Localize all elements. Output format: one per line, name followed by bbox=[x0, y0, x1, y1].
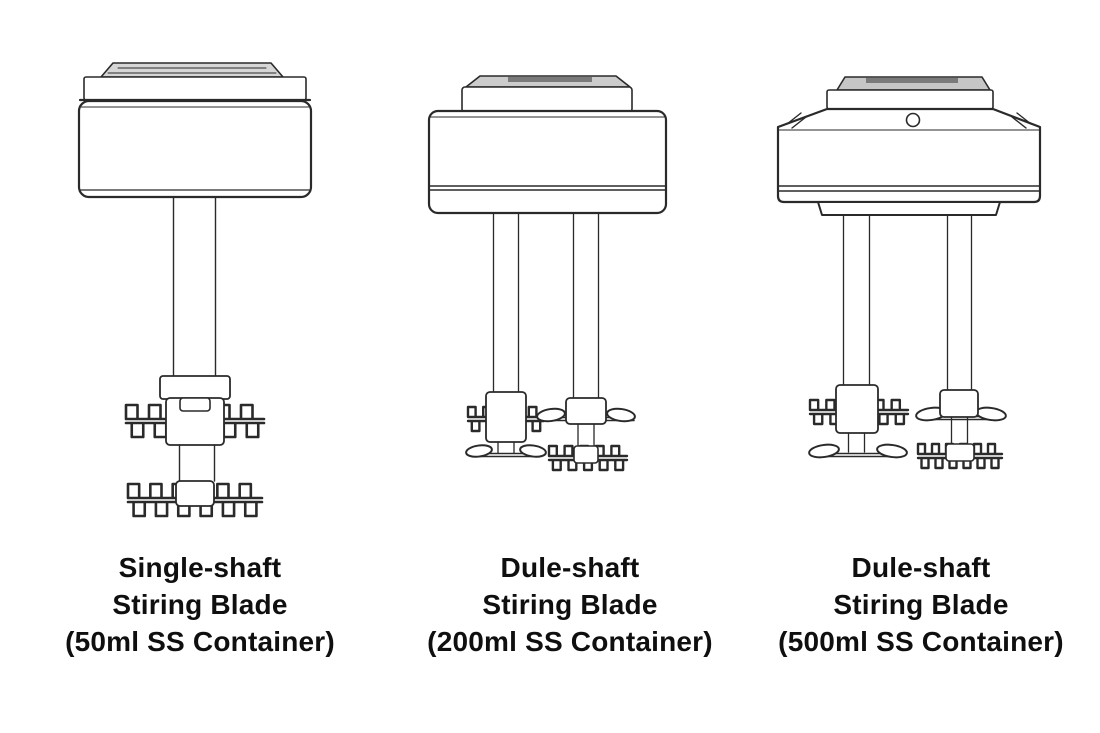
head-body bbox=[427, 109, 668, 215]
left-shaft bbox=[842, 214, 871, 386]
caption-dual-shaft-200ml: Dule-shaft Stiring Blade (200ml SS Conta… bbox=[400, 549, 740, 660]
head-neck bbox=[461, 86, 633, 113]
left-blade-hub bbox=[835, 384, 879, 434]
right-shaft bbox=[946, 214, 973, 391]
caption-line: Dule-shaft bbox=[851, 552, 991, 583]
left-blade-hub bbox=[485, 391, 527, 443]
caption-dual-shaft-500ml: Dule-shaft Stiring Blade (500ml SS Conta… bbox=[750, 549, 1092, 660]
shaft-stub bbox=[178, 444, 216, 482]
caption-line: Stiring Blade bbox=[833, 589, 1009, 620]
caption-line: Single-shaft bbox=[118, 552, 282, 583]
drawing-dual-shaft-500ml bbox=[776, 76, 1042, 470]
head-body bbox=[77, 99, 313, 199]
caption-line: Dule-shaft bbox=[500, 552, 640, 583]
drawing-single-shaft-50ml bbox=[77, 62, 313, 518]
left-propeller bbox=[465, 444, 547, 458]
caption-line: (500ml SS Container) bbox=[778, 626, 1064, 657]
head-neck bbox=[826, 89, 994, 110]
blade-hub-lower bbox=[175, 480, 215, 507]
right-shaft bbox=[572, 212, 600, 399]
caption-line: (200ml SS Container) bbox=[427, 626, 713, 657]
head-body bbox=[776, 107, 1042, 204]
drawing-dual-shaft-200ml bbox=[427, 75, 668, 472]
head-band bbox=[83, 76, 307, 101]
caption-single-shaft-50ml: Single-shaft Stiring Blade (50ml SS Cont… bbox=[30, 549, 370, 660]
caption-line: Stiring Blade bbox=[482, 589, 658, 620]
left-propeller bbox=[808, 443, 908, 459]
left-shaft bbox=[492, 212, 520, 393]
right-blade-hub bbox=[565, 397, 607, 425]
base-plate bbox=[817, 201, 1001, 216]
right-blade-hub bbox=[939, 389, 979, 418]
vent-hole bbox=[905, 112, 921, 128]
caption-line: (50ml SS Container) bbox=[65, 626, 335, 657]
caption-line: Stiring Blade bbox=[112, 589, 288, 620]
shaft-collar bbox=[159, 375, 231, 400]
shaft bbox=[172, 196, 217, 377]
head-cap bbox=[100, 62, 284, 78]
